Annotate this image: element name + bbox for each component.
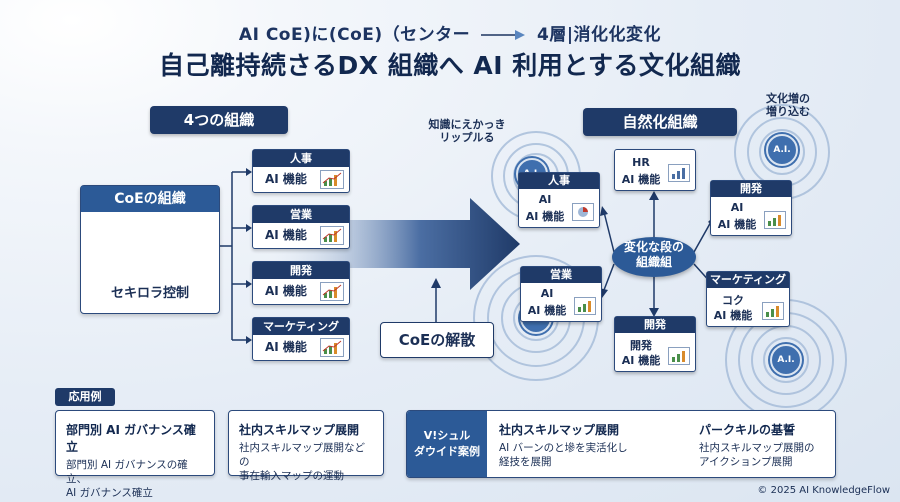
coe-box-label: セキロラ控制 xyxy=(110,286,189,301)
node-name: マーケティング xyxy=(707,272,789,288)
node-line1: AI xyxy=(540,287,554,300)
pie-chart-icon xyxy=(572,203,594,221)
node-dev-bottom: 開発 開発 AI 機能 xyxy=(614,316,696,372)
node-line1: AI xyxy=(538,193,552,206)
node-marketing: マーケティング コク AI 機能 xyxy=(706,271,790,327)
node-line2: AI 機能 xyxy=(717,218,757,231)
example-panel-title: 社内スキルマップ展開 xyxy=(239,423,360,437)
hub-ellipse: 変化な段の 組織組 xyxy=(612,237,696,277)
header-title-line1: AI CoE)に(CoE)（センター 4層|消化化変化 xyxy=(0,20,900,45)
org-card-name: 人事 xyxy=(253,150,349,167)
coe-organization-box: CoEの組織 セキロラ控制 xyxy=(80,185,220,314)
hub-line1: 変化な段の xyxy=(623,240,684,254)
node-line1: コク xyxy=(722,294,744,307)
culture-note-line1: 文化増の xyxy=(766,92,810,105)
case-item-desc-line2: アイクションプ展開 xyxy=(699,456,793,468)
coe-box-title: CoEの組織 xyxy=(81,186,219,212)
culture-note: 文化増の 増り込む xyxy=(748,92,828,118)
case-label-line1: V!シュル xyxy=(423,429,471,442)
bar-chart-icon xyxy=(320,282,344,301)
case-label-line2: ダウイド案例 xyxy=(414,445,480,458)
bar-chart-icon xyxy=(320,170,344,189)
node-sales: 営業 AI AI 機能 xyxy=(520,266,602,322)
node-line2: AI 機能 xyxy=(713,309,753,322)
case-item-desc-line1: 社内スキルマップ展開の xyxy=(699,442,815,454)
node-name: 営業 xyxy=(521,267,601,283)
org-card-marketing: マーケティング AI 機能 xyxy=(252,317,350,361)
node-line2: AI 機能 xyxy=(525,210,565,223)
ripple-note-line2: リップルる xyxy=(439,131,495,144)
bar-chart-icon xyxy=(320,338,344,357)
copyright-footer: © 2025 AI KnowledgeFlow xyxy=(757,485,890,496)
arrow-right-icon xyxy=(480,30,525,40)
culture-note-line2: 増り込む xyxy=(766,105,810,118)
header-title-left: AI CoE)に(CoE)（センター xyxy=(238,25,471,45)
ai-badge-icon: A.I. xyxy=(770,344,802,376)
example-panel-skillmap: 社内スキルマップ展開 社内スキルマップ展開などの 事在輸入マップの運動 xyxy=(228,410,384,482)
case-item-title: パークキルの基誓 xyxy=(699,423,796,437)
left-banner: 4つの組織 xyxy=(150,106,288,134)
case-item-standard: パークキルの基誓 社内スキルマップ展開の アイクションプ展開 xyxy=(699,421,833,469)
case-item-desc-line2: 経技を展開 xyxy=(499,456,552,468)
org-card-sales: 営業 AI 機能 xyxy=(252,205,350,249)
bar-chart-icon xyxy=(762,302,784,320)
node-line1: AI xyxy=(730,201,744,214)
case-item-title: 社内スキルマップ展開 xyxy=(499,423,620,437)
example-panel-desc-line1: 部門別 AI ガバナンスの確立、 xyxy=(66,459,188,485)
node-line2: AI 機能 xyxy=(527,304,567,317)
case-panel: V!シュル ダウイド案例 社内スキルマップ展開 AI バーンのと墋を実活化し 経… xyxy=(406,410,836,478)
org-card-name: マーケティング xyxy=(253,318,349,335)
node-line1: HR xyxy=(632,156,650,169)
org-card-label: AI 機能 xyxy=(265,340,307,354)
header-title-right: 4層|消化化変化 xyxy=(537,25,662,45)
case-item-skillmap: 社内スキルマップ展開 AI バーンのと墋を実活化し 経技を展開 xyxy=(499,421,647,469)
example-panel-title: 部門別 AI ガバナンス確立 xyxy=(66,423,196,454)
node-line1: 開発 xyxy=(630,339,652,352)
org-card-dev: 開発 AI 機能 xyxy=(252,261,350,305)
org-card-hr: 人事 AI 機能 xyxy=(252,149,350,193)
bar-chart-icon xyxy=(668,347,690,365)
example-panel-desc-line2: 事在輸入マップの運動 xyxy=(239,470,344,482)
coe-dissolve-box: CoEの解散 xyxy=(380,322,494,358)
node-line2: AI 機能 xyxy=(621,354,661,367)
ai-badge-icon: A.I. xyxy=(766,134,798,166)
node-hr-ja: 人事 AI AI 機能 xyxy=(518,172,600,228)
node-line2: AI 機能 xyxy=(621,173,661,186)
org-card-name: 開発 xyxy=(253,262,349,279)
case-label: V!シュル ダウイド案例 xyxy=(407,411,487,477)
header-title-line2: 自己離持続さるDX 組織へ AI 利用とする文化組織 xyxy=(158,51,742,80)
node-hr: HR AI 機能 xyxy=(614,149,696,191)
bar-chart-icon xyxy=(764,211,786,229)
right-banner: 自然化組織 xyxy=(583,108,737,136)
hub-line2: 組織組 xyxy=(635,255,672,269)
node-dev-top: 開発 AI AI 機能 xyxy=(710,180,792,236)
node-name: 人事 xyxy=(519,173,599,189)
ripple-note-line1: 知識にえかっき xyxy=(428,118,506,131)
bar-chart-icon xyxy=(320,226,344,245)
org-card-label: AI 機能 xyxy=(265,284,307,298)
example-panel-governance: 部門別 AI ガバナンス確立 部門別 AI ガバナンスの確立、 AI ガバナンス… xyxy=(55,410,215,499)
ripple-note: 知識にえかっき リップルる xyxy=(412,118,522,144)
org-card-label: AI 機能 xyxy=(265,228,307,242)
org-card-name: 営業 xyxy=(253,206,349,223)
org-card-label: AI 機能 xyxy=(265,172,307,186)
case-item-desc-line1: AI バーンのと墋を実活化し xyxy=(499,442,628,454)
node-name: 開発 xyxy=(711,181,791,197)
example-panel-desc-line1: 社内スキルマップ展開などの xyxy=(239,442,365,468)
example-panel-desc-line2: AI ガバナンス確立 xyxy=(66,487,153,499)
bar-chart-icon xyxy=(668,164,690,182)
node-name: 開発 xyxy=(615,317,695,333)
examples-tag: 応用例 xyxy=(55,388,115,406)
bar-chart-icon xyxy=(574,297,596,315)
